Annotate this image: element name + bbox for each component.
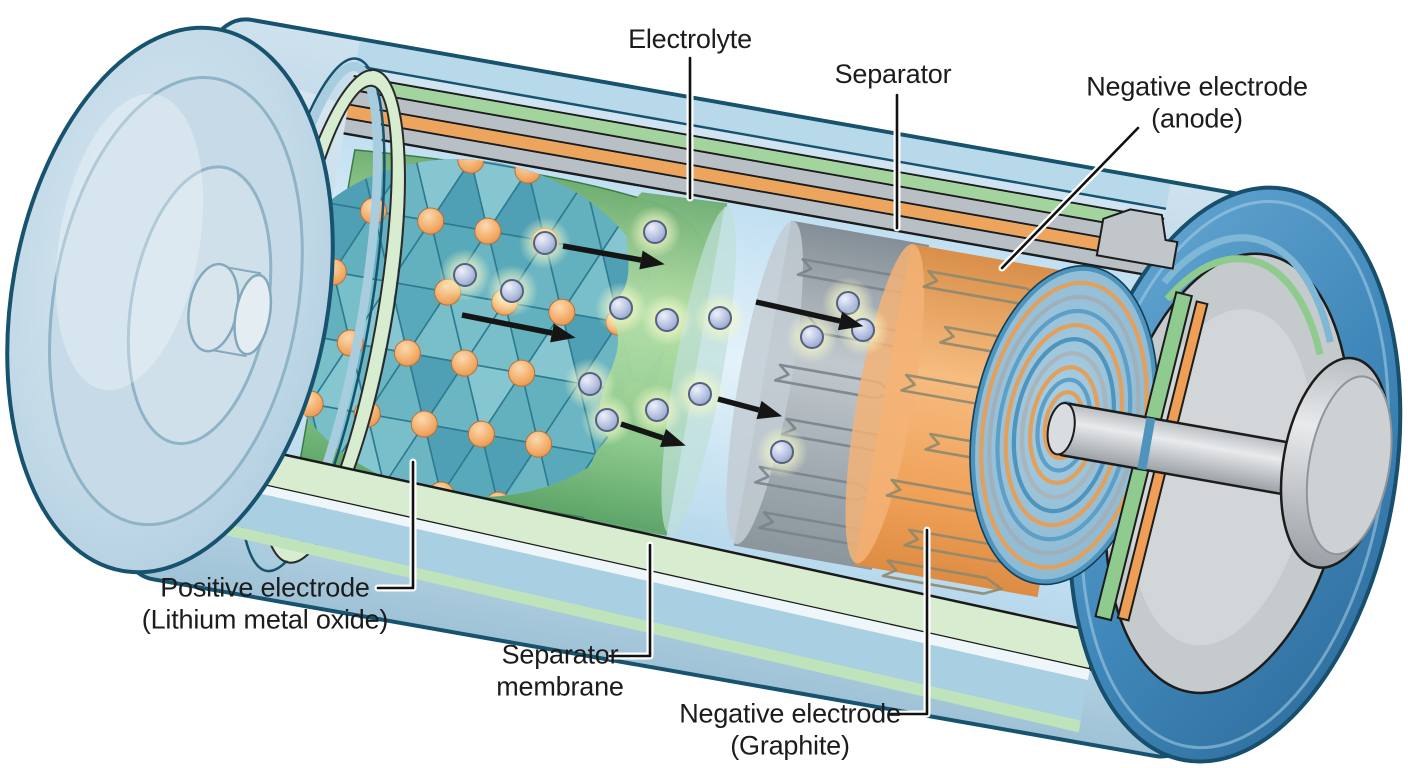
label-separator: Separator [835, 58, 952, 90]
ion-flow-arrows [461, 243, 864, 448]
cap-crimp [1095, 208, 1179, 270]
label-negative-graphite: Negative electrode (Graphite) [679, 698, 901, 761]
terminal-knob [1279, 356, 1393, 569]
label-separator-membrane: Separator membrane [496, 639, 624, 702]
label-electrolyte: Electrolyte [628, 23, 752, 55]
label-leader-lines [374, 54, 1142, 718]
cap-frame-blue [1161, 234, 1334, 343]
shaft-blue-band [1137, 417, 1156, 471]
label-separator-text: Separator [834, 58, 952, 89]
wall-layer-strips [343, 41, 1171, 278]
leader-negative-anode [1000, 126, 1140, 270]
lattice-green-boundary [579, 192, 728, 537]
wall-orange-layer [346, 105, 1159, 261]
left-cap [5, 25, 335, 575]
lithium-ions [439, 206, 889, 478]
label-electrolyte-text: Electrolyte [628, 23, 752, 54]
cap-sheen [55, 93, 204, 391]
leader-separator-membrane [608, 543, 652, 658]
label-positive-electrode: Positive electrode (Lithium metal oxide) [141, 572, 389, 635]
cap-frame-green [1164, 255, 1324, 356]
label-negative-anode: Negative electrode (anode) [1086, 71, 1308, 134]
leader-positive-electrode [376, 460, 415, 590]
leader-negative-graphite [888, 528, 929, 716]
wall-green-layer [351, 76, 1165, 232]
wall-gray-layer [348, 90, 1162, 247]
